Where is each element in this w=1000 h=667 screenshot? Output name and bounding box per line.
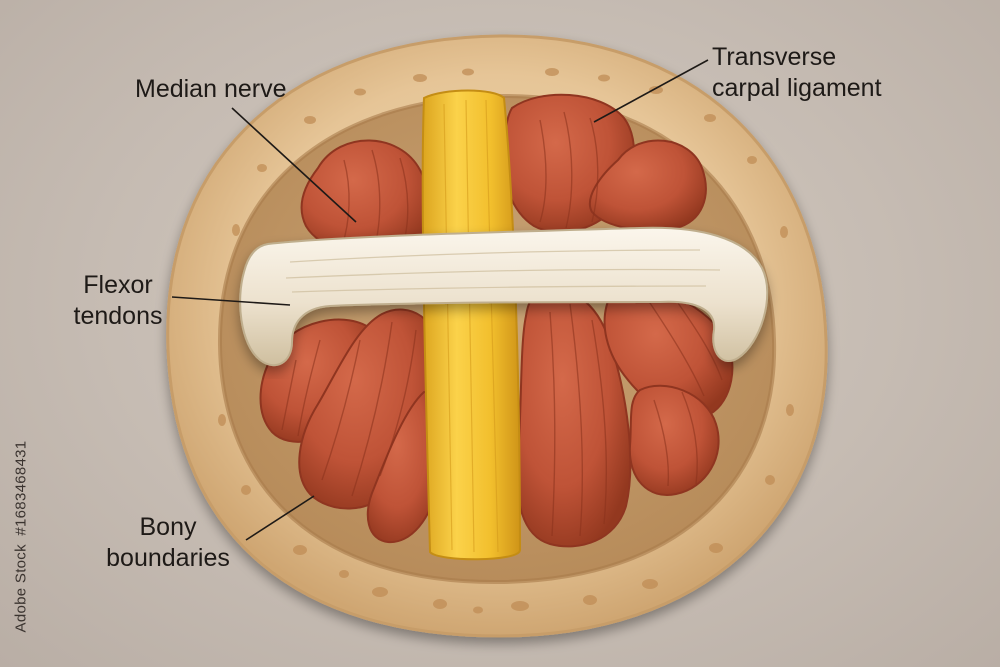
label-transverse-carpal-ligament: Transverse carpal ligament (712, 42, 882, 104)
tendon-upper-far-right (588, 139, 707, 232)
label-bony-boundaries: Bony boundaries (96, 512, 240, 574)
label-flexor-line2: tendons (73, 302, 163, 330)
leader-flexor-tendons (171, 296, 291, 306)
ligament-band (239, 226, 769, 367)
median-nerve-shape (421, 89, 522, 561)
stock-watermark-text: Adobe Stock #1683468431 (13, 440, 30, 632)
label-transverse-line1: Transverse (712, 43, 837, 71)
label-bony-line2: boundaries (106, 544, 230, 572)
label-flexor-line1: Flexor (83, 271, 153, 299)
bone-pores (218, 68, 794, 614)
label-median-nerve-text: Median nerve (135, 75, 287, 103)
stock-asset-id: #1683468431 (12, 440, 30, 536)
label-transverse-line2: carpal ligament (712, 74, 882, 102)
label-bony-line1: Bony (139, 513, 197, 541)
leader-transverse-ligament (593, 59, 709, 123)
stock-brand: Adobe Stock (12, 543, 30, 632)
label-flexor-tendons: Flexor tendons (58, 270, 178, 332)
leader-lines (171, 59, 709, 541)
tendon-lower-far-right-bottom (628, 384, 720, 496)
leader-bony-boundaries (245, 495, 315, 541)
tendon-bundles (259, 93, 734, 548)
leader-median-nerve (231, 107, 357, 223)
label-median-nerve: Median nerve (135, 74, 286, 105)
stock-watermark-id: Adobe Stock #1683468431 (6, 418, 36, 654)
